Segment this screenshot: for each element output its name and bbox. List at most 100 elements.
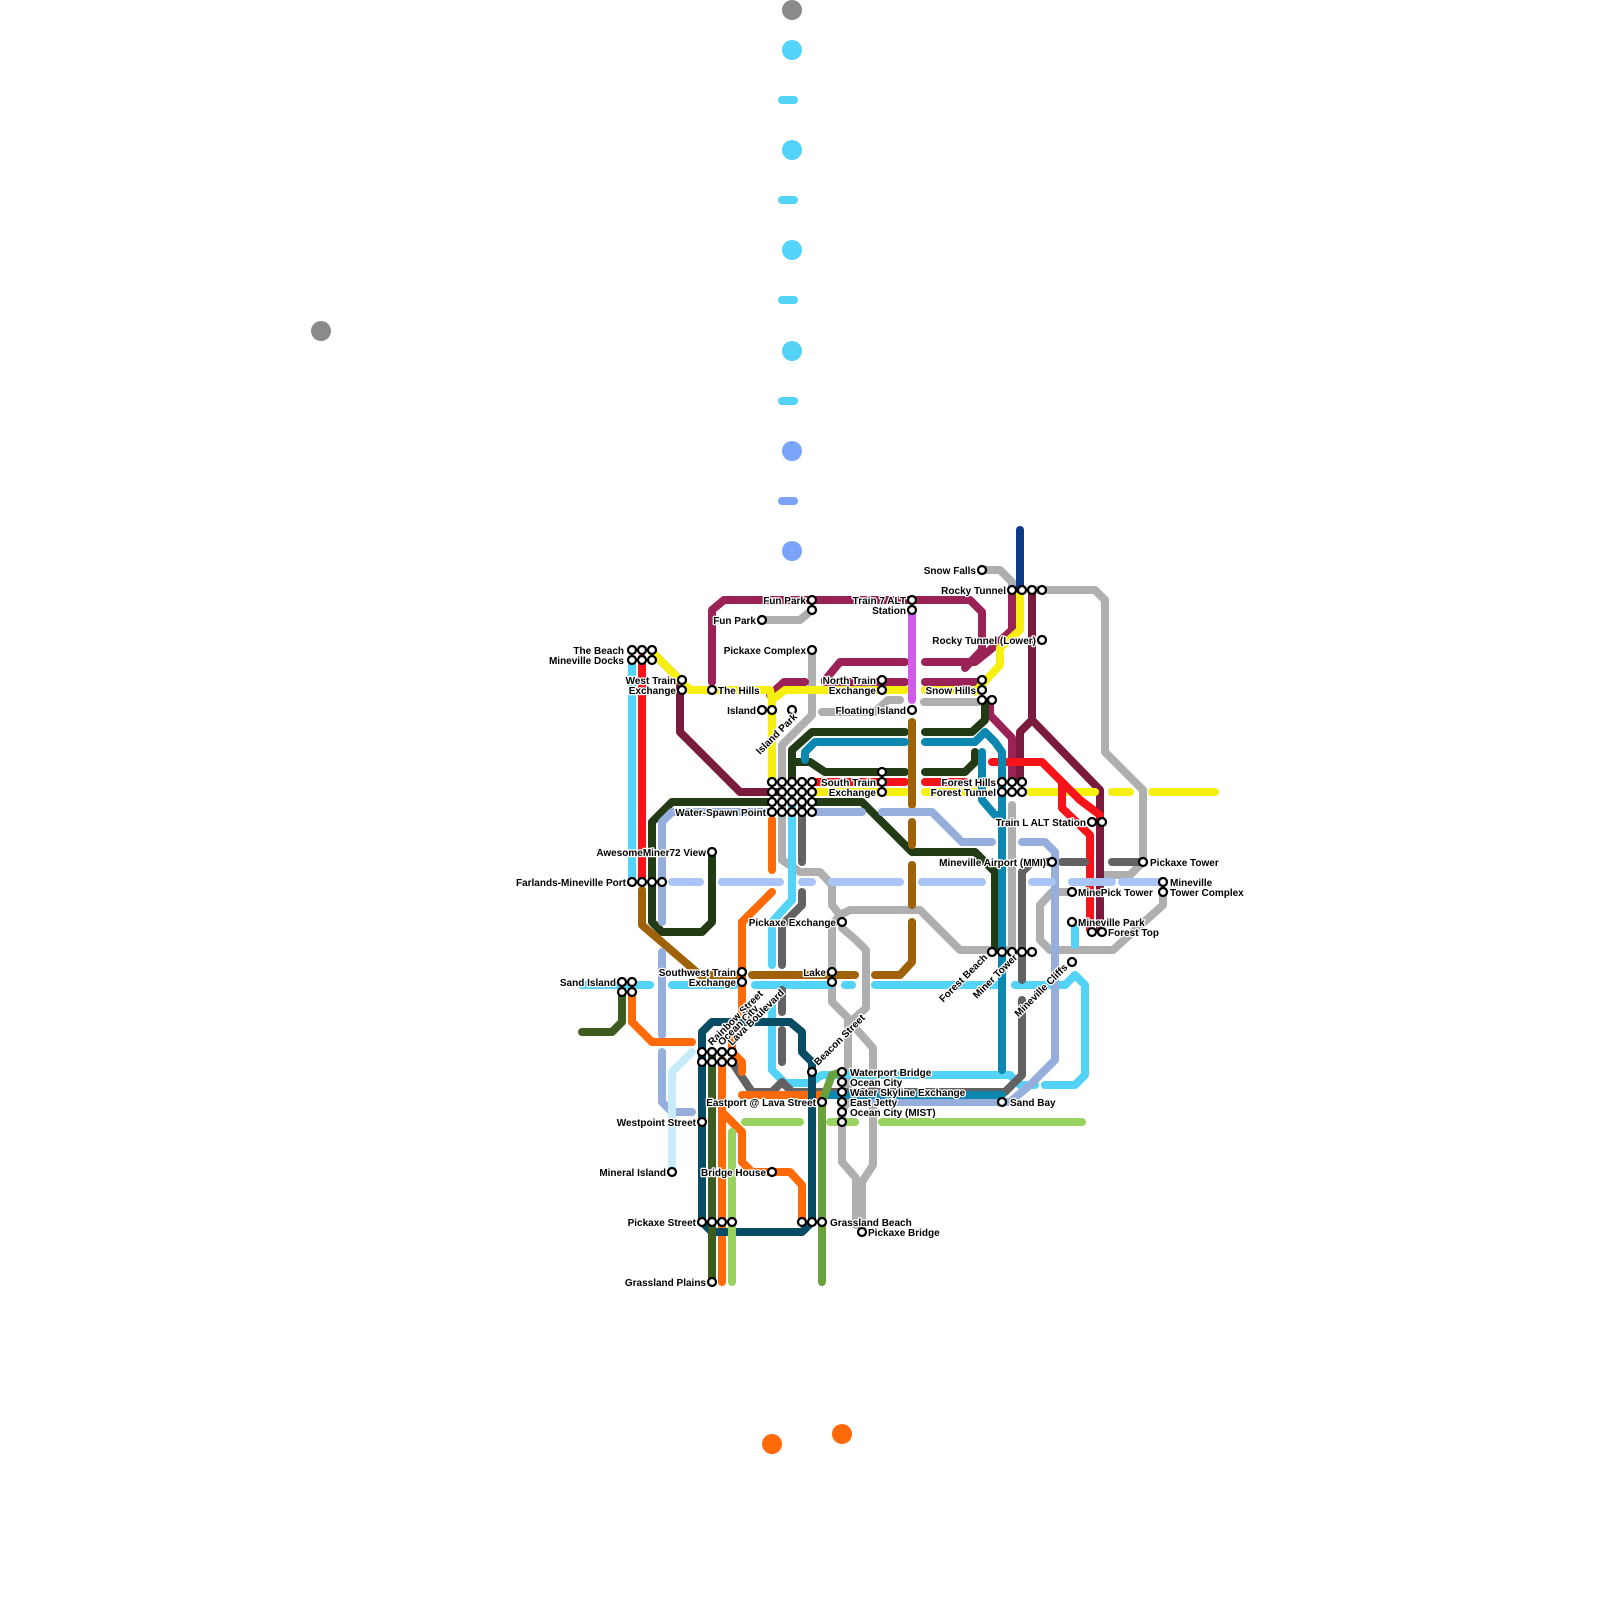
station-marker[interactable] [978, 566, 986, 574]
station-marker[interactable] [838, 1078, 846, 1086]
station-marker[interactable] [648, 878, 656, 886]
station-marker[interactable] [628, 988, 636, 996]
station-marker[interactable] [728, 1048, 736, 1056]
station-marker[interactable] [1018, 788, 1026, 796]
station-marker[interactable] [808, 606, 816, 614]
station-marker[interactable] [1098, 818, 1106, 826]
station-marker[interactable] [628, 656, 636, 664]
station-marker[interactable] [988, 696, 996, 704]
station-marker[interactable] [878, 768, 886, 776]
station-marker[interactable] [638, 646, 646, 654]
station-marker[interactable] [808, 788, 816, 796]
station-marker[interactable] [908, 606, 916, 614]
station-marker[interactable] [1068, 888, 1076, 896]
station-marker[interactable] [788, 778, 796, 786]
station-marker[interactable] [838, 1088, 846, 1096]
station-marker[interactable] [998, 788, 1006, 796]
station-marker[interactable] [1159, 878, 1167, 886]
station-marker[interactable] [778, 788, 786, 796]
station-marker[interactable] [978, 676, 986, 684]
station-marker[interactable] [698, 1058, 706, 1066]
station-marker[interactable] [808, 1218, 816, 1226]
station-marker[interactable] [998, 778, 1006, 786]
station-marker[interactable] [1018, 778, 1026, 786]
station-marker[interactable] [738, 968, 746, 976]
station-marker[interactable] [718, 1048, 726, 1056]
station-marker[interactable] [798, 788, 806, 796]
station-marker[interactable] [648, 656, 656, 664]
station-marker[interactable] [778, 798, 786, 806]
station-marker[interactable] [1018, 586, 1026, 594]
station-marker[interactable] [708, 1058, 716, 1066]
station-marker[interactable] [768, 706, 776, 714]
station-marker[interactable] [808, 596, 816, 604]
station-marker[interactable] [818, 1098, 826, 1106]
station-marker[interactable] [788, 798, 796, 806]
station-marker[interactable] [708, 1278, 716, 1286]
station-marker[interactable] [678, 686, 686, 694]
station-marker[interactable] [808, 646, 816, 654]
station-marker[interactable] [798, 798, 806, 806]
station-marker[interactable] [618, 988, 626, 996]
station-marker[interactable] [1048, 858, 1056, 866]
station-marker[interactable] [828, 978, 836, 986]
station-marker[interactable] [708, 1218, 716, 1226]
station-marker[interactable] [998, 1098, 1006, 1106]
station-marker[interactable] [638, 878, 646, 886]
station-marker[interactable] [838, 1118, 846, 1126]
station-marker[interactable] [758, 616, 766, 624]
station-marker[interactable] [788, 808, 796, 816]
station-marker[interactable] [818, 1218, 826, 1226]
station-marker[interactable] [1008, 788, 1016, 796]
station-marker[interactable] [908, 596, 916, 604]
station-marker[interactable] [988, 948, 996, 956]
station-marker[interactable] [768, 778, 776, 786]
station-marker[interactable] [708, 848, 716, 856]
station-marker[interactable] [718, 1058, 726, 1066]
station-marker[interactable] [808, 778, 816, 786]
station-marker[interactable] [1068, 958, 1076, 966]
station-marker[interactable] [798, 1218, 806, 1226]
station-marker[interactable] [1028, 948, 1036, 956]
station-marker[interactable] [768, 1168, 776, 1176]
station-marker[interactable] [628, 646, 636, 654]
station-marker[interactable] [698, 1048, 706, 1056]
station-marker[interactable] [658, 878, 666, 886]
station-marker[interactable] [758, 706, 766, 714]
station-marker[interactable] [628, 978, 636, 986]
station-marker[interactable] [1018, 948, 1026, 956]
station-marker[interactable] [1038, 586, 1046, 594]
station-marker[interactable] [788, 788, 796, 796]
station-marker[interactable] [798, 778, 806, 786]
station-marker[interactable] [768, 798, 776, 806]
station-marker[interactable] [878, 778, 886, 786]
station-marker[interactable] [708, 1048, 716, 1056]
station-marker[interactable] [878, 686, 886, 694]
station-marker[interactable] [808, 798, 816, 806]
station-marker[interactable] [738, 978, 746, 986]
station-marker[interactable] [1088, 928, 1096, 936]
station-marker[interactable] [698, 1118, 706, 1126]
station-marker[interactable] [878, 788, 886, 796]
station-marker[interactable] [768, 808, 776, 816]
station-marker[interactable] [768, 788, 776, 796]
station-marker[interactable] [778, 778, 786, 786]
station-marker[interactable] [978, 696, 986, 704]
station-marker[interactable] [698, 1218, 706, 1226]
station-marker[interactable] [1139, 858, 1147, 866]
station-marker[interactable] [778, 808, 786, 816]
station-marker[interactable] [1008, 586, 1016, 594]
station-marker[interactable] [678, 676, 686, 684]
station-marker[interactable] [808, 808, 816, 816]
station-marker[interactable] [908, 706, 916, 714]
station-marker[interactable] [1088, 818, 1096, 826]
station-marker[interactable] [1159, 888, 1167, 896]
station-marker[interactable] [668, 1168, 676, 1176]
station-marker[interactable] [638, 656, 646, 664]
station-marker[interactable] [838, 1108, 846, 1116]
station-marker[interactable] [728, 1058, 736, 1066]
station-marker[interactable] [978, 686, 986, 694]
station-marker[interactable] [1098, 928, 1106, 936]
station-marker[interactable] [718, 1218, 726, 1226]
station-marker[interactable] [628, 878, 636, 886]
